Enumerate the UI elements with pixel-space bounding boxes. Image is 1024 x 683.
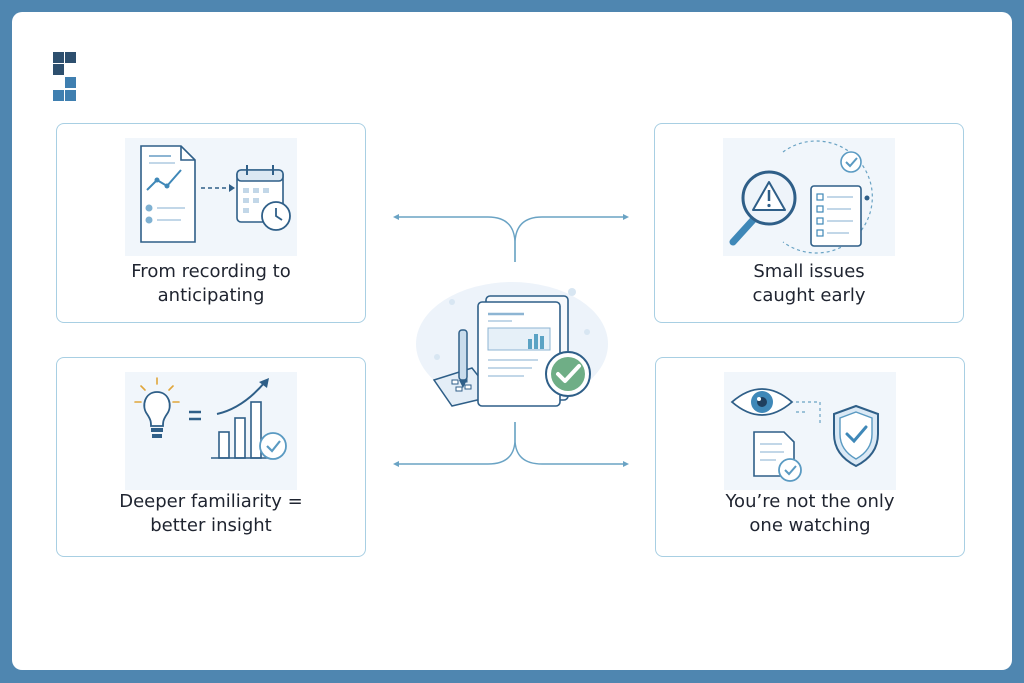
card-deeper-familiarity: Deeper familiarity = better insight (56, 357, 366, 557)
card-not-the-only-one-watching: You’re not the only one watching (655, 357, 965, 557)
eye-document-shield-icon (724, 372, 896, 490)
lightbulb-growth-chart-icon (125, 372, 297, 490)
card-small-issues-caught-early: Small issues caught early (654, 123, 964, 323)
magnifier-warning-checklist-icon (723, 138, 895, 256)
connector-lines (393, 214, 629, 467)
card-label: From recording to anticipating (131, 261, 291, 306)
card-label: You’re not the only one watching (725, 491, 895, 536)
brand-logo-icon (53, 52, 76, 101)
card-label: Small issues caught early (752, 261, 866, 306)
chart-document-calendar-icon (125, 138, 297, 256)
infographic-canvas: From recording to anticipating Small iss… (12, 12, 1012, 670)
card-recording-to-anticipating: From recording to anticipating (56, 123, 366, 323)
report-calculator-checkmark-icon (416, 282, 608, 407)
card-label: Deeper familiarity = better insight (119, 491, 303, 536)
